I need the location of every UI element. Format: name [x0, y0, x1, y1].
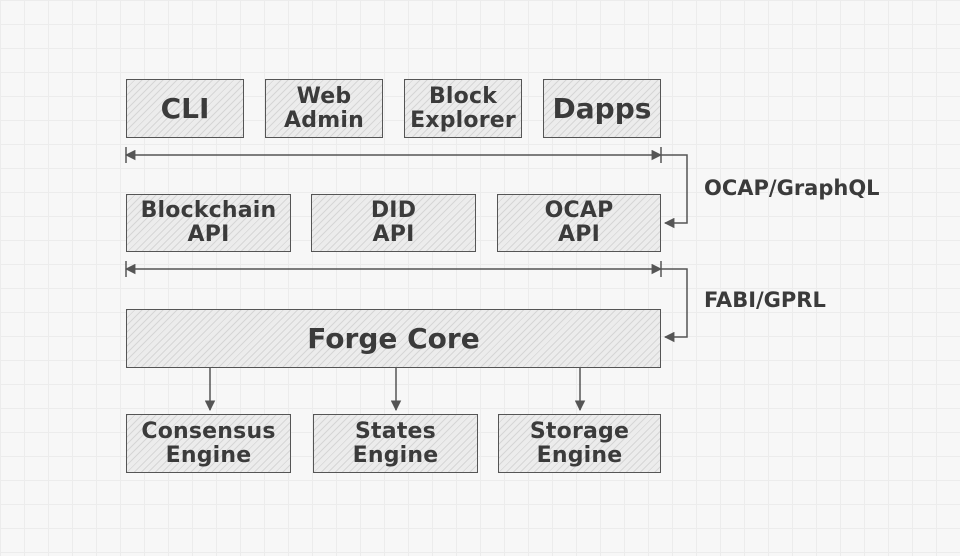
did-api-label: DID API	[370, 198, 417, 247]
cli-box: CLI	[126, 79, 244, 138]
block-explorer-box: Block Explorer	[404, 79, 522, 138]
blockchain-api-box: Blockchain API	[126, 194, 291, 252]
web-admin-label: Web Admin	[284, 83, 364, 133]
consensus-engine-box: Consensus Engine	[126, 414, 291, 473]
ocap-graphql-connector	[661, 154, 688, 229]
states-engine-label: States Engine	[352, 418, 439, 468]
dapps-box: Dapps	[543, 79, 661, 138]
web-admin-box: Web Admin	[265, 79, 383, 138]
did-api-box: DID API	[311, 194, 476, 252]
ocap-api-label: OCAP API	[544, 198, 614, 247]
ocap-graphql-label: OCAP/GraphQL	[704, 176, 880, 200]
consensus-engine-label: Consensus Engine	[141, 418, 276, 468]
dapps-label: Dapps	[552, 91, 652, 125]
forge-core-label: Forge Core	[307, 322, 480, 355]
block-explorer-label: Block Explorer	[410, 83, 516, 133]
ocap-api-box: OCAP API	[497, 194, 661, 252]
forge-core-box: Forge Core	[126, 309, 661, 368]
cli-label: CLI	[160, 91, 210, 125]
storage-engine-box: Storage Engine	[498, 414, 661, 473]
fabi-gprl-label: FABI/GPRL	[704, 288, 826, 312]
states-engine-box: States Engine	[313, 414, 478, 473]
fabi-gprl-connector	[661, 268, 688, 343]
blockchain-api-label: Blockchain API	[140, 198, 277, 247]
storage-engine-label: Storage Engine	[529, 418, 630, 468]
